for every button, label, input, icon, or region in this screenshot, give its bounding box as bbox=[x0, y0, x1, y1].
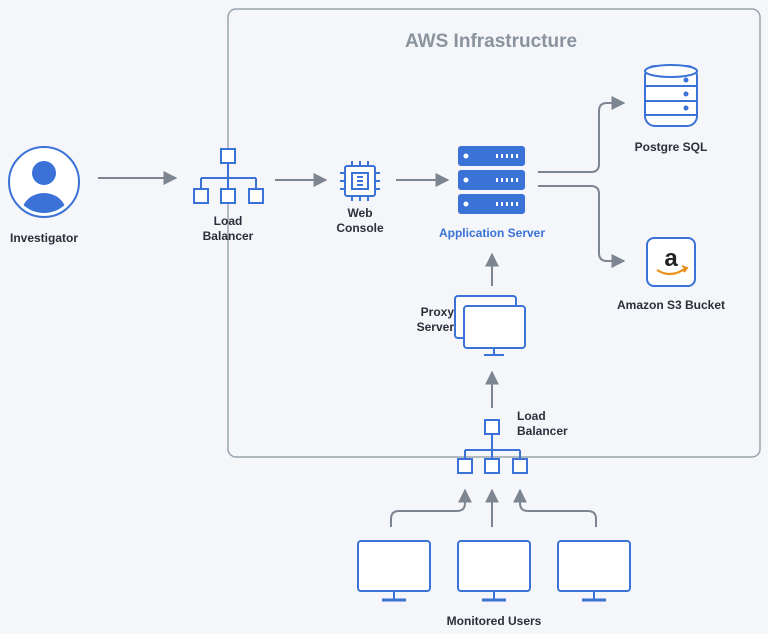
load-balancer-bottom-label-line1: Load bbox=[517, 409, 546, 423]
web-console-label-line2: Console bbox=[336, 221, 384, 235]
web-console-label-line1: Web bbox=[347, 206, 373, 220]
web-console-label: Web Console bbox=[320, 206, 400, 236]
proxy-server-monitors-icon bbox=[454, 295, 526, 356]
postgre-sql-label: Postgre SQL bbox=[634, 140, 708, 154]
load-balancer-top-label-line1: Load bbox=[213, 214, 243, 228]
load-balancer-bottom-label: Load Balancer bbox=[517, 409, 597, 439]
amazon-s3-logo-icon: a bbox=[646, 237, 696, 287]
monitored-user-monitor-icon bbox=[557, 540, 631, 602]
arrow-application-server-to-postgre-sql bbox=[538, 96, 626, 173]
arrow-user-left-to-load-balancer bbox=[390, 488, 472, 527]
load-balancer-bottom-label-line2: Balancer bbox=[517, 424, 568, 438]
load-balancer-bottom-icon bbox=[457, 419, 528, 474]
proxy-server-label-line1: Proxy bbox=[420, 305, 454, 319]
investigator-label: Investigator bbox=[9, 231, 78, 245]
load-balancer-top-label-line2: Balancer bbox=[202, 229, 254, 243]
monitored-user-monitor-icon bbox=[357, 540, 431, 602]
container-title: AWS Infrastructure bbox=[405, 31, 578, 52]
monitored-users-label: Monitored Users bbox=[446, 614, 542, 628]
web-console-chip-icon bbox=[340, 161, 380, 201]
arrow-user-right-to-load-balancer bbox=[513, 488, 597, 527]
proxy-server-label-line2: Server bbox=[416, 320, 454, 334]
load-balancer-top-label: Load Balancer bbox=[188, 214, 268, 244]
amazon-s3-bucket-label: Amazon S3 Bucket bbox=[616, 298, 726, 312]
investigator-avatar-icon bbox=[8, 146, 80, 218]
proxy-server-label: Proxy Server bbox=[410, 305, 454, 335]
arrow-application-server-to-amazon-s3 bbox=[538, 185, 626, 268]
postgre-sql-database-icon bbox=[644, 64, 698, 127]
load-balancer-top-icon bbox=[193, 148, 264, 204]
svg-text:a: a bbox=[664, 245, 678, 272]
monitored-user-monitor-icon bbox=[457, 540, 531, 602]
aws-infrastructure-container bbox=[227, 8, 761, 458]
application-server-label: Application Server bbox=[438, 226, 546, 240]
application-server-icon bbox=[458, 146, 525, 214]
